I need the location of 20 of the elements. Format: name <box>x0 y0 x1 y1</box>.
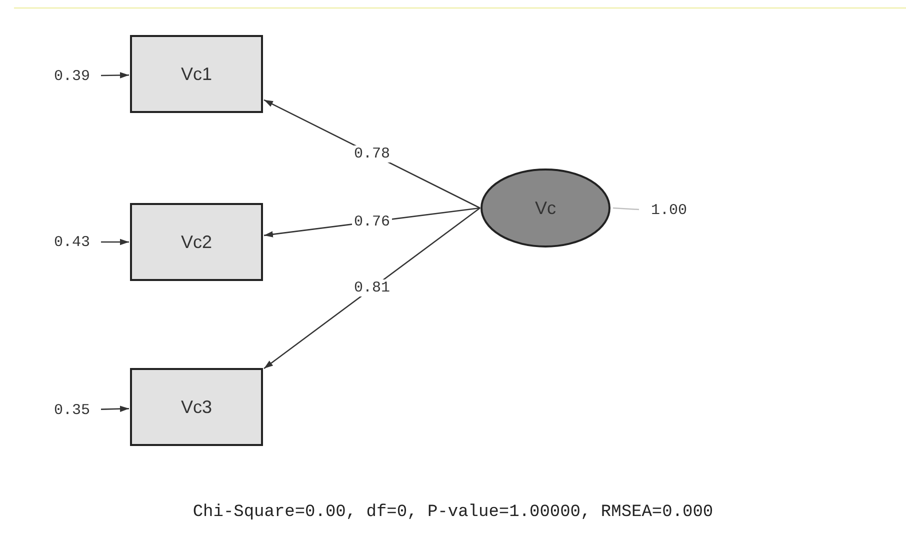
latent-variable-ellipse <box>480 168 611 248</box>
variance-value: 1.00 <box>640 200 698 220</box>
variance-value: 0.43 <box>44 232 100 252</box>
arrow <box>101 238 129 246</box>
arrow <box>264 207 480 370</box>
edge-label: 0.81 <box>352 280 392 297</box>
variance-value: 0.39 <box>44 66 100 86</box>
variable-label: Vc2 <box>180 232 212 252</box>
connector-line <box>612 207 640 210</box>
observed-variable-box <box>130 35 263 113</box>
fit-statistics-caption: Chi-Square=0.00, df=0, P-value=1.00000, RMSEA=0.000 <box>192 503 714 522</box>
variable-label: Vc3 <box>180 396 212 418</box>
variable-label: Vc <box>534 198 556 218</box>
edge-label: 0.78 <box>352 145 392 162</box>
arrow <box>100 72 130 78</box>
arrow <box>100 406 130 412</box>
variance-value: 0.35 <box>44 400 100 420</box>
observed-variable-box <box>130 368 263 446</box>
observed-variable-box <box>130 203 263 281</box>
variable-label: Vc1 <box>180 64 212 84</box>
